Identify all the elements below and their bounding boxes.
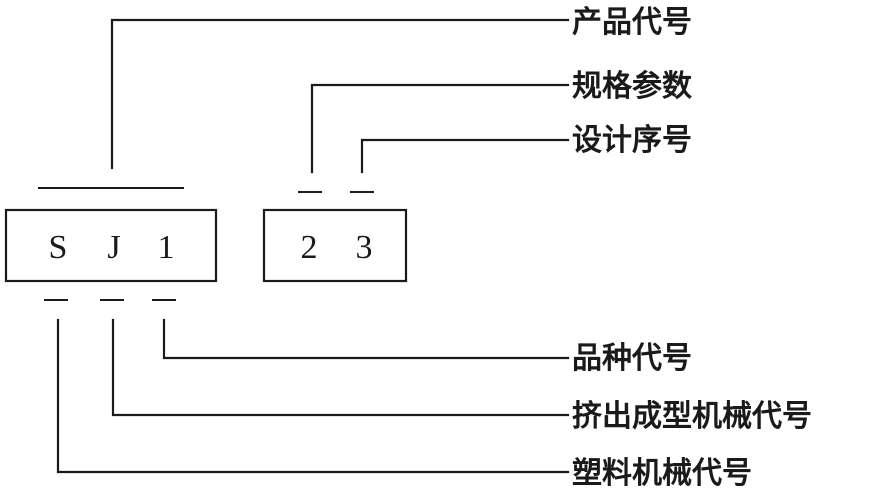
extrusion-code-leader xyxy=(111,318,570,417)
code-char-2: 2 xyxy=(301,229,318,266)
label-spec-param: 规格参数 xyxy=(572,69,693,104)
plastic-code-leader xyxy=(56,318,570,474)
label-plastic-code: 塑料机械代号 xyxy=(572,456,752,491)
label-product-code: 产品代号 xyxy=(572,5,692,40)
code-char-3: 3 xyxy=(356,229,373,266)
code-char-1: 1 xyxy=(158,229,175,266)
product-code-leader xyxy=(110,18,570,170)
spec-code-box xyxy=(262,208,408,283)
main-code-box xyxy=(4,208,218,283)
design-seq-leader xyxy=(360,138,570,174)
variety-code-leader xyxy=(162,318,570,360)
label-design-seq: 设计序号 xyxy=(572,123,692,158)
code-char-s: S xyxy=(49,229,68,266)
label-extrusion-code: 挤出成型机械代号 xyxy=(572,399,812,434)
label-variety-code: 品种代号 xyxy=(572,341,692,376)
code-char-j: J xyxy=(107,229,120,266)
spec-param-leader xyxy=(310,83,570,174)
